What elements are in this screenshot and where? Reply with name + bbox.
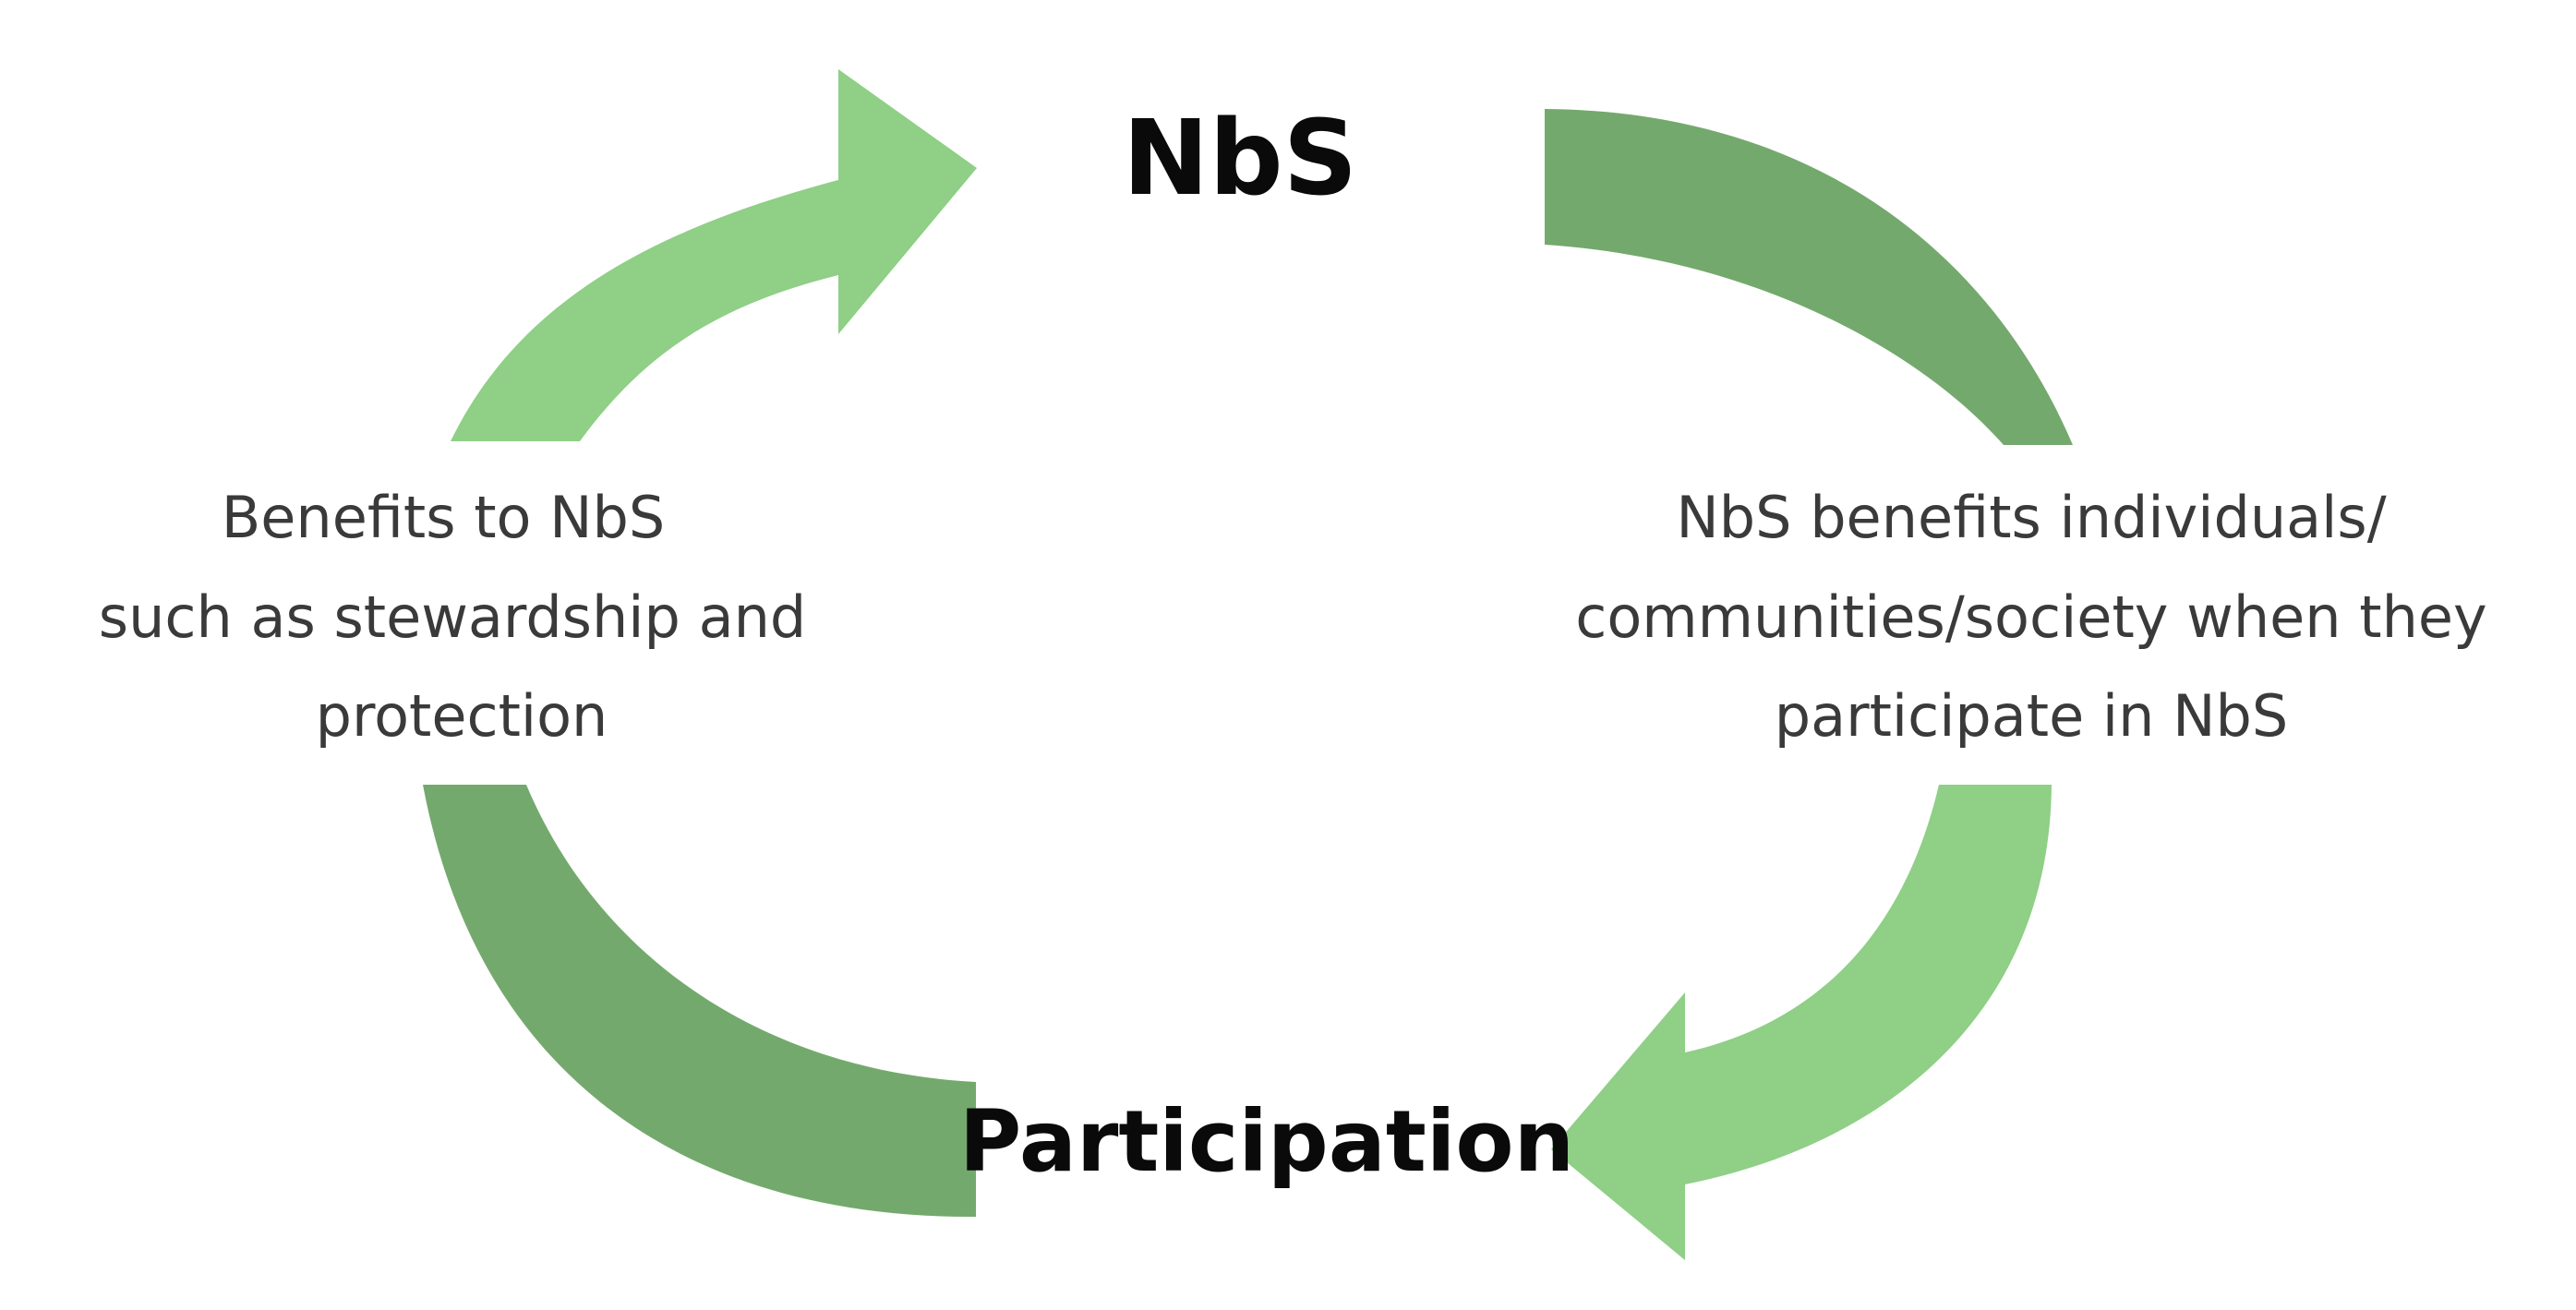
left-description-line-1: Benefits to NbS [222, 484, 666, 551]
arc-participation-to-left [423, 785, 976, 1218]
right-description-line-1: NbS benefits individuals/ [1676, 484, 2386, 551]
left-description-line-2: such as stewardship and [99, 583, 806, 651]
arc-nbs-to-right [1545, 109, 2073, 445]
node-nbs-label: NbS [1123, 99, 1358, 219]
left-description-line-3: protection [316, 682, 608, 750]
arrow-to-nbs [451, 69, 977, 441]
node-participation-label: Participation [959, 1092, 1574, 1191]
right-description-line-2: communities/society when they [1575, 583, 2487, 651]
arrow-to-participation [1551, 785, 2052, 1260]
right-description-line-3: participate in NbS [1775, 682, 2289, 750]
